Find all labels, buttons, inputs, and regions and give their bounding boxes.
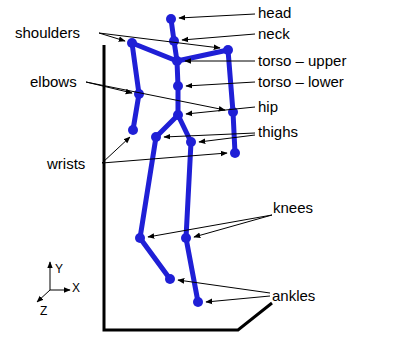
- axis-label: Z: [40, 304, 47, 318]
- ground-frame: [104, 45, 272, 330]
- axis-triad: [37, 262, 70, 302]
- part-label: torso – lower: [258, 73, 344, 91]
- part-label: knees: [273, 199, 313, 217]
- part-label: shoulders: [15, 24, 80, 42]
- part-label: hip: [258, 98, 278, 116]
- part-label: ankles: [272, 287, 315, 305]
- part-label: neck: [258, 25, 290, 43]
- skeleton-joints: [127, 14, 240, 307]
- part-label: wrists: [47, 155, 85, 173]
- part-label: head: [258, 4, 291, 22]
- part-label: elbows: [30, 73, 77, 91]
- axis-label: Y: [55, 262, 63, 276]
- part-label: torso – upper: [258, 52, 346, 70]
- leader-lines: [86, 14, 272, 302]
- part-label: thighs: [258, 123, 298, 141]
- axis-label: X: [72, 281, 80, 295]
